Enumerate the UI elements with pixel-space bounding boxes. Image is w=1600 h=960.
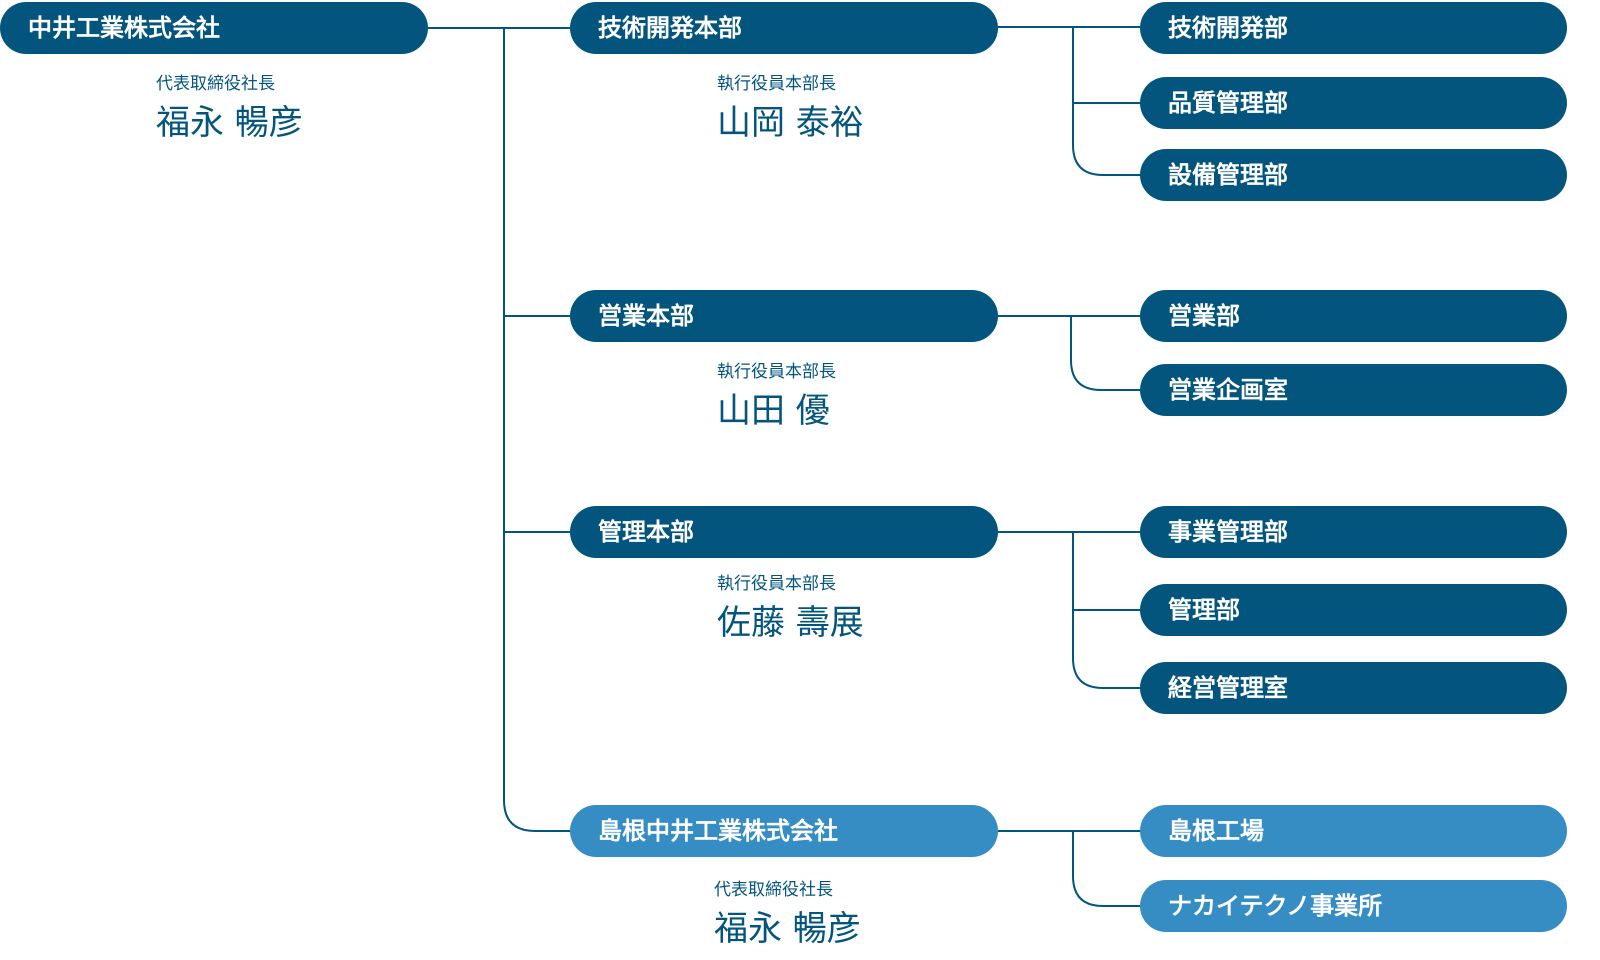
connector-div2 — [998, 315, 1140, 391]
connector-div3 — [998, 531, 1140, 689]
division-node: 管理本部 — [570, 506, 998, 558]
department-node: 経営管理室 — [1140, 662, 1567, 714]
connector-div1 — [998, 26, 1140, 176]
root-name: 福永 暢彦 — [156, 103, 303, 143]
connector-div4 — [998, 830, 1140, 907]
department-node: 管理部 — [1140, 584, 1567, 636]
connector-branches — [504, 315, 570, 533]
division-role: 執行役員本部長 — [717, 74, 836, 94]
division-node: 営業本部 — [570, 290, 998, 342]
department-node: 品質管理部 — [1140, 77, 1567, 129]
division-role: 執行役員本部長 — [717, 362, 836, 382]
department-node: 営業部 — [1140, 290, 1567, 342]
subsidiary-site-node: 島根工場 — [1140, 805, 1567, 857]
department-node: 事業管理部 — [1140, 506, 1567, 558]
root-role: 代表取締役社長 — [156, 74, 275, 94]
division-head-name: 山田 優 — [717, 391, 830, 431]
division-node: 技術開発本部 — [570, 2, 998, 54]
subsidiary-node: 島根中井工業株式会社 — [570, 805, 998, 857]
subsidiary-site-node: ナカイテクノ事業所 — [1140, 880, 1567, 932]
division-head-name: 山岡 泰裕 — [717, 103, 864, 143]
department-node: 設備管理部 — [1140, 149, 1567, 201]
connector-trunk — [503, 28, 570, 832]
subsidiary-role: 代表取締役社長 — [714, 880, 833, 900]
division-role: 執行役員本部長 — [717, 574, 836, 594]
department-node: 営業企画室 — [1140, 364, 1567, 416]
department-node: 技術開発部 — [1140, 2, 1567, 54]
division-head-name: 佐藤 壽展 — [717, 603, 864, 643]
subsidiary-head-name: 福永 暢彦 — [714, 909, 861, 949]
root-company-node: 中井工業株式会社 — [0, 2, 428, 54]
